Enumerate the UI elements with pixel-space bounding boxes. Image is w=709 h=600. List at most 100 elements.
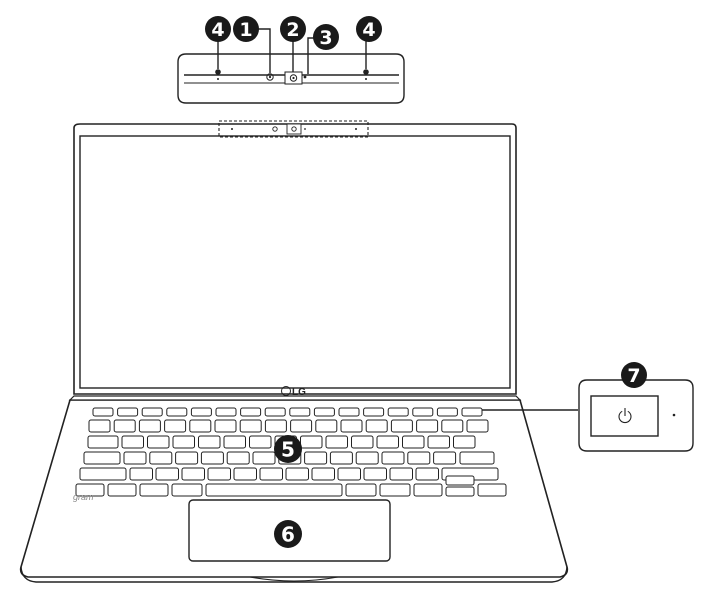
keyboard-key <box>138 419 161 433</box>
keyboard-key <box>445 475 475 486</box>
callout-circle <box>205 16 231 42</box>
callout-number: 3 <box>319 27 332 49</box>
keyboard-key <box>172 435 195 449</box>
callout-3: 3 <box>313 24 339 50</box>
callout-circle <box>313 24 339 50</box>
keyboard-key <box>87 435 119 449</box>
keyboard <box>75 407 507 497</box>
keyboard-key <box>412 407 434 417</box>
microphone-icon <box>215 69 221 75</box>
callout-number: 4 <box>362 19 375 41</box>
keyboard-key <box>189 419 212 433</box>
keyboard-key <box>190 407 212 417</box>
keyboard-key <box>379 483 411 497</box>
keyboard-key <box>355 451 379 465</box>
keyboard-key <box>166 407 188 417</box>
keyboard-key <box>390 419 413 433</box>
camera-led-icon <box>303 75 307 79</box>
keyboard-key <box>477 483 507 497</box>
callout-number: 4 <box>211 19 224 41</box>
keyboard-key <box>407 451 431 465</box>
keyboard-key <box>259 467 283 481</box>
keyboard-key <box>205 483 343 497</box>
keyboard-key <box>387 407 409 417</box>
keyboard-key <box>92 407 114 417</box>
callout-5: 5 <box>274 435 302 463</box>
keyboard-key <box>315 419 338 433</box>
keyboard-key <box>223 435 246 449</box>
keyboard-key <box>200 451 224 465</box>
keyboard-key <box>171 483 203 497</box>
callout-6: 6 <box>274 520 302 548</box>
keyboard-key <box>264 419 287 433</box>
keyboard-key <box>365 419 388 433</box>
keyboard-key <box>252 451 276 465</box>
callout-circle <box>280 16 306 42</box>
keyboard-key <box>226 451 250 465</box>
keyboard-key <box>461 407 483 417</box>
keyboard-key <box>329 451 353 465</box>
keyboard-key <box>83 451 121 465</box>
keyboard-key <box>215 407 237 417</box>
keyboard-key <box>441 419 464 433</box>
keyboard-key <box>164 419 187 433</box>
callout-7: 7 <box>621 362 647 388</box>
keyboard-key <box>402 435 425 449</box>
keyboard-key <box>181 467 205 481</box>
keyboard-key <box>311 467 335 481</box>
keyboard-key <box>149 451 173 465</box>
keyboard-key <box>285 467 309 481</box>
keyboard-key <box>239 419 262 433</box>
callout-2: 2 <box>280 16 306 42</box>
keyboard-key <box>325 435 348 449</box>
keyboard-key <box>289 407 311 417</box>
camera-highlight-box <box>218 120 369 138</box>
power-zoom-panel <box>482 379 694 452</box>
keyboard-key <box>79 467 127 481</box>
callout-4a: 4 <box>205 16 231 42</box>
callout-circle <box>233 16 259 42</box>
keyboard-key <box>340 419 363 433</box>
microphone-icon <box>363 69 369 75</box>
keyboard-key <box>207 467 231 481</box>
keyboard-key <box>351 435 374 449</box>
keyboard-key <box>415 467 439 481</box>
callout-circle <box>274 435 302 463</box>
keyboard-key <box>304 451 328 465</box>
callout-number: 5 <box>281 437 295 461</box>
keyboard-key <box>88 419 111 433</box>
gram-logo: gram <box>73 492 94 502</box>
keyboard-key <box>155 467 179 481</box>
keyboard-key <box>389 467 413 481</box>
keyboard-key <box>345 483 377 497</box>
keyboard-key <box>75 483 105 497</box>
keyboard-key <box>300 435 323 449</box>
keyboard-key <box>453 435 476 449</box>
keyboard-key <box>129 467 153 481</box>
keyboard-key <box>121 435 144 449</box>
keyboard-key <box>427 435 450 449</box>
power-led-icon <box>672 413 676 417</box>
keyboard-key <box>290 419 313 433</box>
keyboard-key <box>413 483 443 497</box>
keyboard-key <box>416 419 439 433</box>
keyboard-key <box>376 435 399 449</box>
keyboard-key <box>337 467 361 481</box>
keyboard-key <box>459 451 495 465</box>
keyboard-key <box>198 435 221 449</box>
keyboard-key <box>214 419 237 433</box>
callout-circle <box>356 16 382 42</box>
keyboard-key <box>139 483 169 497</box>
keyboard-key <box>249 435 272 449</box>
callout-circle <box>274 520 302 548</box>
keyboard-key <box>113 419 136 433</box>
callout-circle <box>621 362 647 388</box>
callout-number: 1 <box>239 19 252 41</box>
callout-number: 7 <box>627 365 640 387</box>
power-icon <box>618 408 632 424</box>
keyboard-key <box>363 407 385 417</box>
keyboard-key <box>436 407 458 417</box>
